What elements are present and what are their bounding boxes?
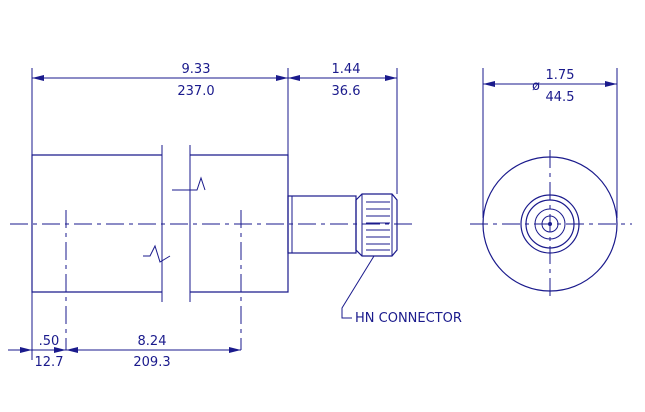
- connector-length-mm: 36.6: [332, 84, 361, 99]
- connector-leader-line: [341, 255, 375, 319]
- center-lines: [10, 210, 412, 350]
- arrow-left: [288, 75, 300, 81]
- diameter-mm: 44.5: [546, 90, 575, 105]
- dimension-mount-spacing: 8.24 209.3: [54, 334, 241, 370]
- arrow-left: [54, 347, 66, 353]
- mount-offset-mm: 12.7: [35, 355, 64, 370]
- arrow-right: [276, 75, 288, 81]
- connector-length-inch: 1.44: [332, 62, 361, 77]
- dimension-diameter: ø 1.75 44.5: [482, 68, 618, 218]
- mount-offset-inch: .50: [39, 334, 60, 349]
- connector-label: HN CONNECTOR: [355, 311, 462, 326]
- hn-connector: [287, 193, 398, 257]
- dimension-overall-length: 9.33 237.0: [31, 62, 289, 155]
- arrow-right: [605, 81, 617, 87]
- break-symbol-bottom: [143, 244, 171, 263]
- diameter-symbol: ø: [532, 79, 540, 94]
- connector-callout: HN CONNECTOR: [341, 255, 462, 326]
- end-view: [470, 150, 632, 300]
- overall-length-mm: 237.0: [177, 84, 214, 99]
- connector-nut: [355, 193, 398, 257]
- overall-length-inch: 9.33: [182, 62, 211, 77]
- arrow-left: [32, 75, 44, 81]
- arrow-left: [20, 347, 32, 353]
- connector-threads: [361, 194, 393, 256]
- arrow-right: [385, 75, 397, 81]
- diameter-inch: 1.75: [546, 68, 575, 83]
- body-left-outline: [31, 154, 162, 293]
- arrow-left: [483, 81, 495, 87]
- mount-spacing-mm: 209.3: [133, 355, 170, 370]
- dimension-connector-length: 1.44 36.6: [288, 62, 398, 194]
- mount-spacing-inch: 8.24: [138, 334, 167, 349]
- break-symbol-top: [172, 176, 206, 191]
- dimension-mount-offset: .50 12.7: [8, 292, 78, 370]
- arrow-right: [229, 347, 241, 353]
